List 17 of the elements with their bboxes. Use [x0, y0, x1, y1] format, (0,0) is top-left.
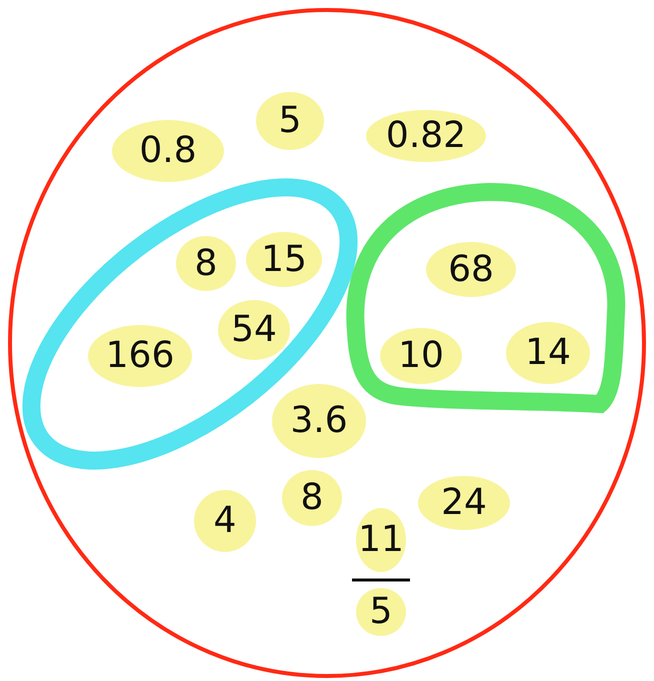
- highlight-blob: [356, 588, 406, 636]
- number-label: 15: [261, 242, 307, 278]
- number-label: 5: [278, 103, 302, 139]
- number-label: 4: [214, 503, 236, 539]
- number-label: 68: [448, 252, 494, 288]
- number-label: 166: [106, 338, 174, 374]
- number-label: 8: [300, 480, 324, 516]
- number-label: 0.82: [386, 118, 466, 154]
- number-label: 24: [441, 485, 487, 521]
- number-label: 10: [398, 338, 444, 374]
- number-label: 0.8: [139, 133, 197, 169]
- number-label: 54: [231, 312, 277, 348]
- number-label: 11: [358, 522, 404, 558]
- number-label: 8: [194, 246, 218, 282]
- number-label: 3.6: [290, 403, 348, 439]
- number-label: 14: [525, 335, 571, 371]
- number-label: 5: [370, 594, 392, 630]
